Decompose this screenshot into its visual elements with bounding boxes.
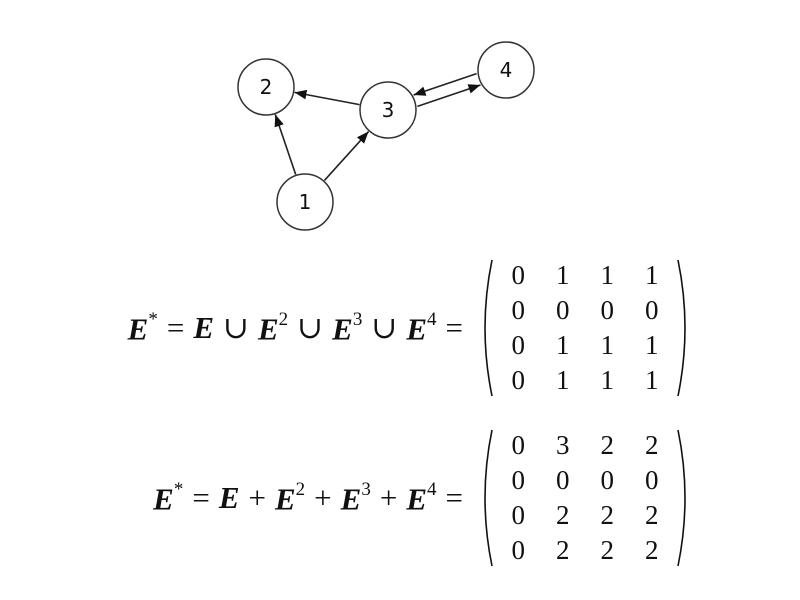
node-circle (359, 81, 417, 139)
node-4: 4 (477, 41, 535, 99)
matrix-cell-r2-c4: 0 (645, 295, 659, 325)
matrix-cell-r3-c1: 0 (511, 500, 526, 530)
matrix-cell-r3-c3: 2 (600, 500, 615, 530)
matrix-cell-r1-c2: 1 (556, 260, 570, 290)
operator: ∪ (223, 310, 249, 345)
matrix-cell-r2-c4: 0 (645, 465, 659, 495)
matrix-cell-r4-c4: 1 (645, 365, 659, 395)
node-label: 4 (500, 58, 513, 82)
operator: + (248, 480, 266, 515)
right-parenthesis (677, 429, 686, 567)
operator: = (166, 310, 185, 345)
matrix-cell-r2-c2: 0 (556, 465, 570, 495)
matrix-cell-r2-c2: 0 (556, 295, 570, 325)
matrix-cell-r4-c3: 1 (600, 365, 615, 395)
operator: ∪ (297, 310, 324, 345)
exponent: 2 (278, 308, 289, 330)
operator: = (192, 480, 210, 515)
matrix-cell-r4-c2: 1 (556, 365, 570, 395)
matrix-cell-r1-c1: 0 (511, 260, 526, 290)
exponent: 3 (352, 308, 363, 330)
matrix-cell-r2-c1: 0 (511, 465, 526, 495)
edge-1-to-3 (323, 130, 370, 182)
edge-1-to-2 (274, 114, 297, 175)
directed-graph: 1 2 3 4 (237, 41, 535, 231)
edge-3-to-4 (417, 84, 481, 108)
matrix-symbol-E: E4 (406, 478, 437, 517)
matrix-symbol-E: E (218, 480, 240, 515)
matrix-cell-r3-c3: 1 (600, 330, 615, 360)
matrix-symbol-E: E (193, 310, 214, 345)
node-1: 1 (276, 173, 334, 231)
matrix-cell-r1-c2: 3 (556, 430, 570, 460)
matrix-cell-r2-c1: 0 (511, 295, 526, 325)
matrix-cell-r4-c4: 2 (645, 535, 659, 565)
matrix-cell-r3-c4: 1 (645, 330, 659, 360)
matrix-symbol-E: E2 (274, 478, 306, 517)
matrix-cell-r1-c3: 2 (600, 430, 615, 460)
matrix-cell-r1-c4: 1 (645, 260, 659, 290)
edge-3-to-2 (294, 89, 360, 106)
operator: = (445, 310, 463, 345)
exponent: 2 (295, 478, 306, 500)
matrix-cell-r1-c3: 1 (600, 260, 615, 290)
matrix-cell-r4-c2: 2 (556, 535, 570, 565)
matrix-symbol-E-star: E* (153, 478, 184, 517)
operator: = (445, 480, 463, 515)
matrix-cell-r3-c4: 2 (645, 500, 659, 530)
matrix-cell-r1-c4: 2 (645, 430, 659, 460)
right-parenthesis (677, 259, 686, 397)
equation-lhs: E* =E∪E2∪E3∪E4= (120, 309, 472, 347)
matrix-symbol-E: E3 (332, 308, 363, 347)
matrix-cell-r1-c1: 0 (511, 430, 526, 460)
equation-lhs: E* =E+E2+E3+E4= (120, 479, 472, 517)
matrix-symbol-E: E4 (406, 308, 437, 347)
left-parenthesis (484, 429, 493, 567)
matrix-symbol-E: E2 (257, 308, 289, 347)
node-2: 2 (237, 58, 295, 116)
node-label: 1 (299, 190, 312, 214)
operator: + (379, 480, 398, 515)
matrix-cell-r3-c2: 2 (556, 500, 570, 530)
matrix-cell-r2-c3: 0 (600, 295, 615, 325)
matrix-symbol-E: E3 (340, 478, 371, 517)
operator: + (314, 480, 332, 515)
matrix-cell-r3-c1: 0 (511, 330, 526, 360)
edge-4-to-3 (413, 72, 477, 96)
operator: ∪ (371, 310, 398, 345)
node-circle (237, 58, 295, 116)
node-3: 3 (359, 81, 417, 139)
matrix-cell-r3-c2: 1 (556, 330, 570, 360)
exponent: 4 (427, 478, 437, 500)
matrix-cell-r4-c1: 0 (511, 535, 526, 565)
matrix-cell-r4-c3: 2 (600, 535, 615, 565)
matrix-cell-r2-c3: 0 (600, 465, 615, 495)
exponent: 3 (361, 478, 371, 500)
matrix-cell-r4-c1: 0 (511, 365, 526, 395)
node-label: 3 (382, 98, 395, 122)
node-circle (276, 173, 334, 231)
left-parenthesis (484, 259, 493, 397)
exponent: 4 (427, 308, 437, 330)
node-circle (477, 41, 535, 99)
node-label: 2 (260, 75, 273, 99)
matrix-symbol-E-star: E* (127, 308, 158, 347)
